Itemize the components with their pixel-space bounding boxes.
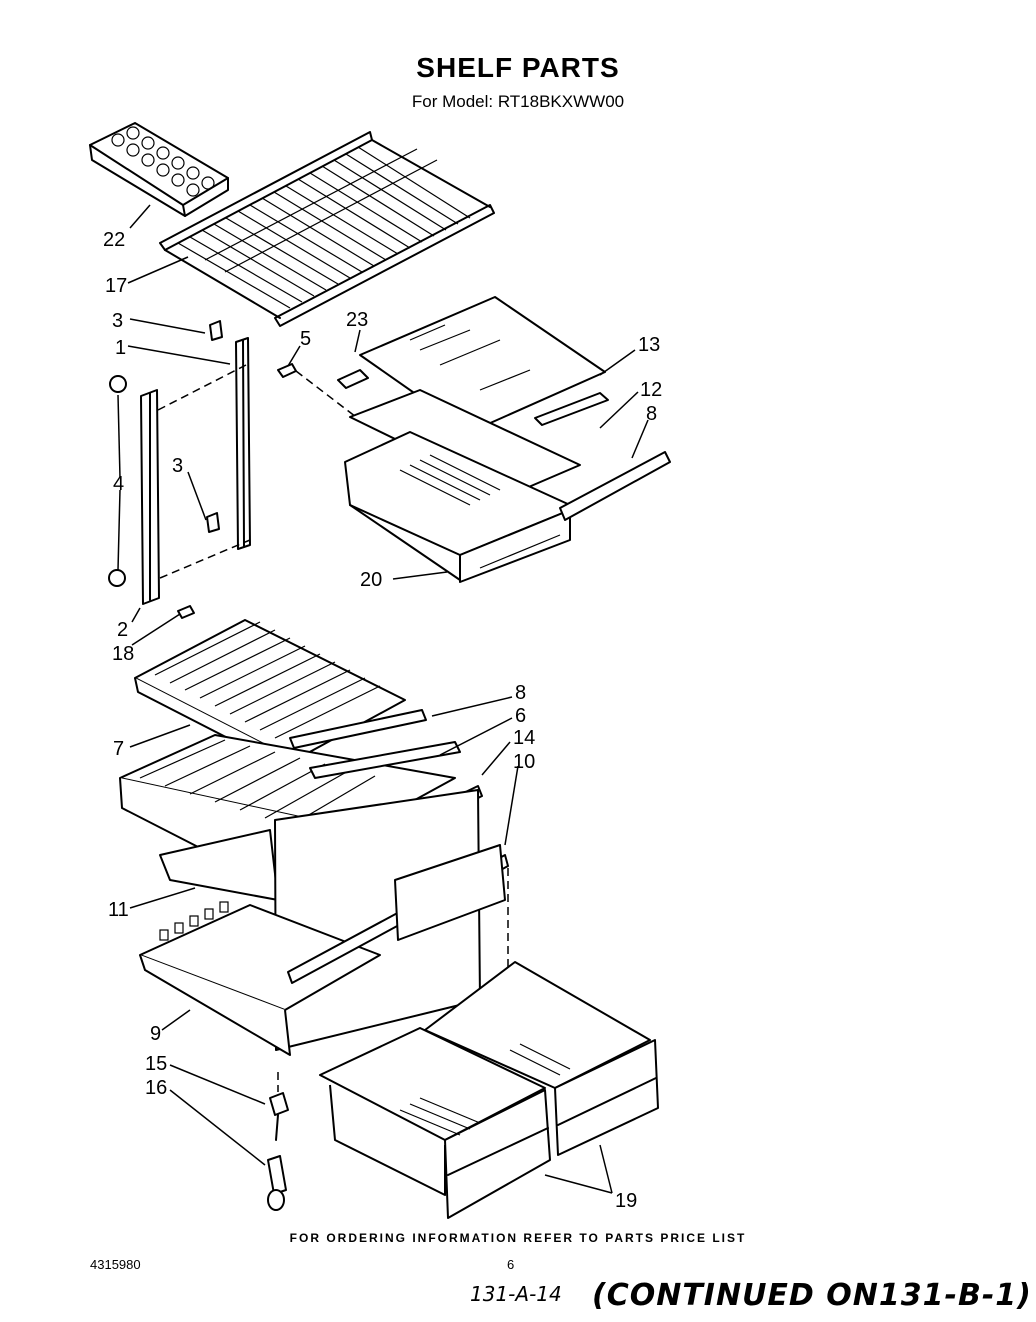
ordering-note: FOR ORDERING INFORMATION REFER TO PARTS … [289, 1231, 747, 1245]
crisper-drawers-drawing [319, 961, 659, 1219]
callout-17: 17 [105, 275, 127, 297]
crisper-cover-frame-drawing [139, 789, 509, 1092]
callout-7: 7 [113, 738, 124, 760]
shelf-support-rails-drawing [108, 320, 361, 619]
callout-12: 12 [640, 379, 662, 401]
document-number: 4315980 [90, 1257, 141, 1272]
callout-22: 22 [103, 229, 125, 251]
page-number: 6 [507, 1257, 515, 1272]
callout-3-upper: 3 [112, 310, 123, 332]
model-subtitle: For Model: RT18BKXWW00 [411, 92, 625, 111]
callout-18: 18 [112, 643, 134, 665]
callout-16: 16 [145, 1077, 167, 1099]
callout-leader-lines [117, 204, 649, 1194]
callout-5: 5 [300, 328, 311, 350]
callout-20: 20 [360, 569, 382, 591]
handwritten-reference: 131-A-14 [470, 1282, 562, 1306]
callout-13: 13 [638, 334, 660, 356]
meat-keeper-assembly-drawing [337, 296, 671, 583]
ice-tray-drawing [89, 122, 229, 217]
callout-8-lower: 8 [515, 682, 526, 704]
callout-1: 1 [115, 337, 126, 359]
callout-6: 6 [515, 705, 526, 727]
page-title: SHELF PARTS [416, 52, 620, 83]
freezer-wire-shelf-drawing [159, 131, 495, 327]
callout-10: 10 [513, 751, 535, 773]
callout-11: 11 [108, 899, 129, 921]
callout-2: 2 [117, 619, 128, 641]
screw-and-roller-drawing [267, 1092, 289, 1211]
callout-9: 9 [150, 1023, 161, 1045]
callout-4: 4 [113, 473, 124, 495]
callout-23: 23 [346, 309, 368, 331]
callout-19: 19 [615, 1190, 637, 1212]
callout-14: 14 [513, 727, 535, 749]
callout-3-lower: 3 [172, 455, 183, 477]
callout-numbers: 22 17 3 1 5 23 13 12 8 4 3 20 2 18 8 6 7… [103, 229, 662, 1212]
continued-note: (CONTINUED ON131-B-1) [592, 1278, 1032, 1313]
callout-15: 15 [145, 1053, 167, 1075]
callout-8-upper: 8 [646, 403, 657, 425]
